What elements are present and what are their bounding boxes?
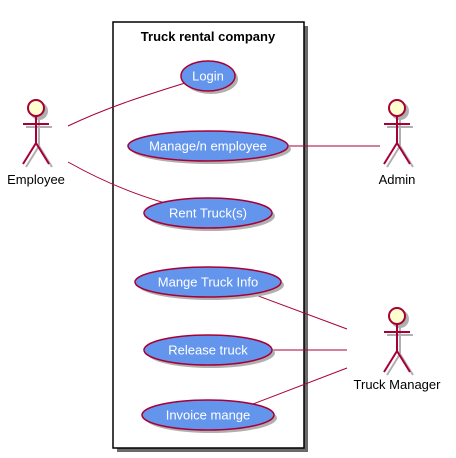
use-case-rent-trucks-label: Rent Truck(s) [169, 206, 247, 221]
actor-truck-manager[interactable]: Truck Manager [354, 307, 442, 392]
assoc-employee-login [67, 82, 186, 127]
actor-employee-head [27, 99, 45, 117]
use-case-mange-truck-info[interactable]: Mange Truck Info [134, 266, 284, 300]
use-case-invoice-mange-label: Invoice mange [166, 408, 251, 423]
system-title: Truck rental company [141, 29, 276, 44]
use-case-login-label: Login [192, 69, 224, 84]
actor-employee[interactable]: Employee [7, 99, 65, 187]
use-case-release-truck[interactable]: Release truck [143, 334, 275, 368]
actor-truck-manager-head [388, 307, 406, 325]
use-case-release-truck-label: Release truck [168, 343, 248, 358]
actor-admin-head [388, 99, 406, 117]
actor-employee-label: Employee [7, 172, 65, 187]
use-case-login[interactable]: Login [180, 60, 238, 94]
use-case-invoice-mange[interactable]: Invoice mange [141, 399, 277, 433]
assoc-manager-truck-info [252, 293, 348, 330]
use-case-manage-employee[interactable]: Manage/n employee [127, 130, 291, 164]
use-case-manage-employee-label: Manage/n employee [149, 139, 267, 154]
actor-truck-manager-label: Truck Manager [354, 377, 442, 392]
actor-admin[interactable]: Admin [379, 99, 416, 187]
actor-admin-label: Admin [379, 172, 416, 187]
assoc-employee-rent [67, 161, 166, 204]
use-case-rent-trucks[interactable]: Rent Truck(s) [143, 197, 275, 231]
associations [67, 82, 380, 405]
assoc-manager-invoice [252, 367, 348, 405]
use-case-mange-truck-info-label: Mange Truck Info [158, 275, 258, 290]
